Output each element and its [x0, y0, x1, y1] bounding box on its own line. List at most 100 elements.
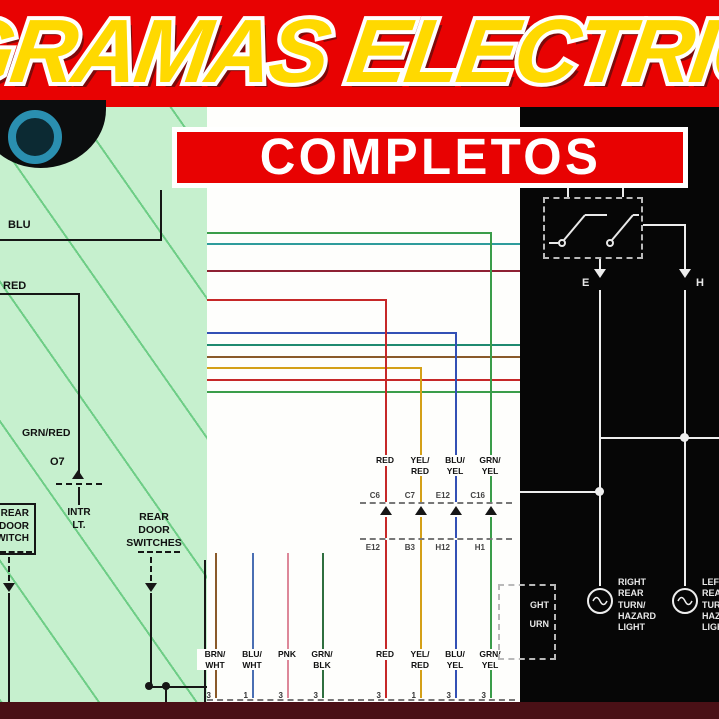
wire-segment [207, 367, 422, 369]
completos-banner: COMPLETOS [172, 127, 688, 188]
right-lamp-label: RIGHT REAR TURN/ HAZARD LIGHT [618, 577, 678, 633]
wire-segment [601, 437, 719, 439]
label-line: YEL [446, 465, 464, 476]
wire-label: BLU/ YEL [437, 649, 473, 671]
connector-arrow-icon [485, 506, 497, 515]
intr-lt-label: INTR LT. [54, 507, 104, 532]
connector-arrow-icon [72, 470, 84, 479]
wire-segment [455, 332, 457, 502]
left-rear-lamp [670, 586, 700, 616]
footer-bar [0, 702, 719, 719]
wire-segment [207, 299, 387, 301]
label-line: REAR [618, 588, 644, 599]
label-line: BLK [313, 659, 331, 670]
wire-segment [207, 344, 520, 346]
main-title: GRAMAS ELECTRIC GRAMAS ELECTRIC [0, 0, 719, 106]
main-title-text: GRAMAS ELECTRIC [0, 2, 719, 102]
junction-dot [145, 682, 153, 690]
wire-segment [385, 517, 387, 538]
connector-label: C16 [470, 491, 485, 500]
wire-dashed-segment [150, 557, 152, 581]
label-line: LIGHT [618, 622, 645, 632]
label-line: GHT [530, 600, 549, 610]
label-line: BLU/ [242, 649, 262, 659]
rear-door-switches-label: REAR DOOR SWITCHES [107, 511, 201, 550]
junction-dot [595, 487, 604, 496]
wire-segment [150, 593, 152, 688]
label-line: RIGHT [618, 577, 646, 587]
label-line: GRN/ [479, 649, 501, 659]
right-rear-lamp [585, 586, 615, 616]
completos-label: COMPLETOS [259, 128, 601, 186]
connector-dashed-line [138, 551, 180, 553]
label-line: RED [376, 455, 394, 465]
pin-number: 3 [376, 691, 381, 700]
connector-dashed-line [56, 483, 102, 485]
connector-arrow-icon [679, 269, 691, 278]
label-line: WHT [205, 659, 225, 670]
wire-segment [420, 367, 422, 502]
connector-label: C6 [369, 491, 380, 500]
label-line: REAR [139, 511, 169, 523]
connector-arrow-icon [450, 506, 462, 515]
terminal-label-h: H [696, 277, 704, 289]
wire-segment [490, 540, 492, 698]
wire-segment [207, 356, 520, 358]
wire-segment [420, 517, 422, 538]
label-line: GRN/ [479, 455, 501, 465]
wire-segment [0, 239, 161, 241]
connector-arrow-icon [594, 269, 606, 278]
label-line: PNK [278, 649, 296, 659]
lamp-icon [587, 588, 613, 614]
junction-dot [680, 433, 689, 442]
wire-label: BRN/ WHT [197, 649, 233, 671]
label-line: BLU/ [445, 455, 465, 465]
label-line: REAR [702, 588, 719, 599]
wire-dashed-segment [8, 557, 10, 581]
label-line: HAZARD [618, 610, 656, 621]
label-line: SWITCH [0, 533, 29, 544]
pin-number: 1 [411, 691, 416, 700]
wire-label-red: RED [3, 280, 27, 292]
label-line: YEL/ [410, 455, 430, 465]
wire-segment [490, 232, 492, 502]
top-red-banner [0, 0, 719, 107]
connector-label: E12 [435, 491, 450, 500]
wire-segment [204, 560, 206, 702]
wire-segment [215, 553, 217, 698]
rear-door-switch-box: REAR DOOR SWITCH [0, 503, 36, 555]
relay-box [543, 197, 643, 259]
junction-dot [162, 682, 170, 690]
label-line: WHT [242, 659, 262, 670]
connector-dashed-line [360, 538, 512, 540]
label-line: INTR [67, 507, 91, 518]
connector-dashed-line [207, 699, 515, 701]
pin-number: 3 [446, 691, 451, 700]
wire-segment [207, 270, 520, 272]
wire-label: YEL/ RED [402, 649, 438, 671]
wire-segment [78, 487, 80, 505]
connector-arrow-icon [380, 506, 392, 515]
partial-component-box: GHT URN [498, 584, 556, 660]
pin-number: 3 [206, 691, 211, 700]
wire-segment [599, 290, 601, 586]
wire-segment [160, 190, 162, 241]
wire-segment [207, 243, 520, 245]
wire-segment [385, 540, 387, 698]
wire-segment [287, 553, 289, 698]
wire-segment [385, 299, 387, 502]
wire-segment [0, 293, 80, 295]
wire-segment [252, 553, 254, 698]
label-line: DOOR [0, 520, 29, 532]
relay-switch-icon [549, 214, 639, 247]
terminal-label-e: E [582, 277, 590, 289]
wire-segment [8, 593, 10, 702]
connector-label: B3 [404, 543, 415, 552]
label-line: LEFT [702, 577, 719, 587]
label-line: BRN/ [204, 649, 226, 659]
wire-segment [322, 553, 324, 698]
white-wiring-diagram-panel [207, 107, 520, 702]
pin-number: 3 [278, 691, 283, 700]
wire-segment [207, 332, 457, 334]
pin-number: 1 [243, 691, 248, 700]
